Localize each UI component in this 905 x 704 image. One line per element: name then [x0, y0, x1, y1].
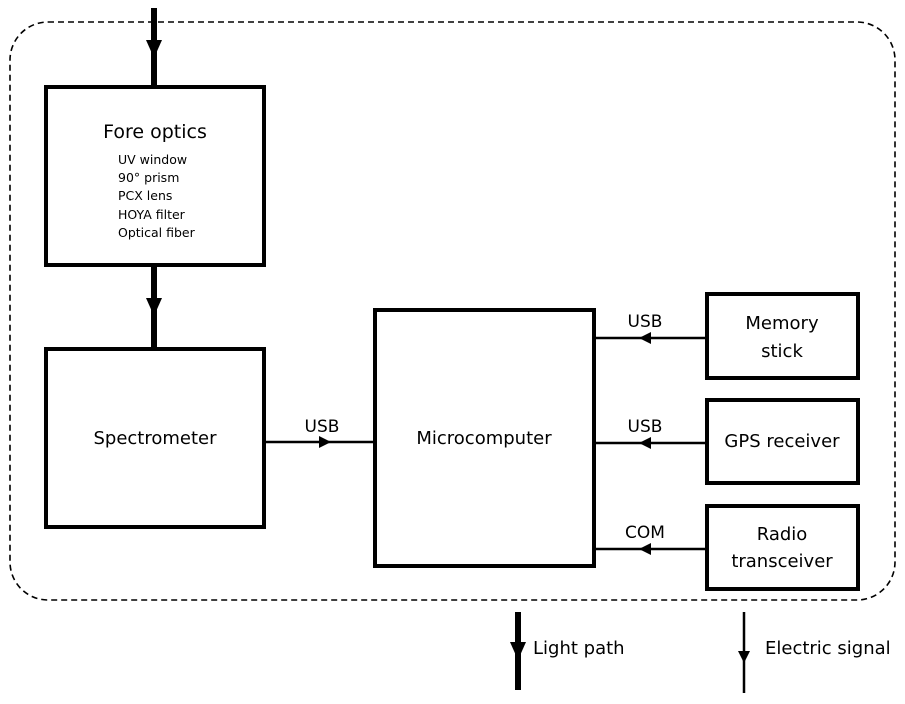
legend-electric-signal-label: Electric signal — [765, 638, 891, 659]
usb-label: USB — [628, 417, 663, 437]
gps-receiver-block: GPS receiver — [705, 398, 860, 485]
fore-optics-item: Optical fiber — [118, 225, 196, 240]
microcomputer-block: Microcomputer — [373, 308, 596, 568]
radio-transceiver-block: Radio transceiver — [705, 504, 860, 591]
legend-electric-signal: Electric signal — [738, 612, 891, 693]
fore-optics-item: PCX lens — [118, 188, 172, 203]
memory-stick-line1: Memory — [745, 313, 819, 334]
gps-receiver-title: GPS receiver — [724, 431, 840, 452]
radio-transceiver-line2: transceiver — [731, 551, 833, 572]
fore-optics-title: Fore optics — [103, 121, 207, 143]
fore-optics-item: UV window — [118, 152, 187, 167]
usb-label: USB — [305, 417, 340, 437]
memory-stick-line2: stick — [761, 341, 803, 362]
gps-usb-connection: USB — [594, 417, 707, 449]
memory-stick-usb-connection: USB — [594, 312, 707, 344]
legend-light-path-label: Light path — [533, 638, 625, 659]
memory-stick-block: Memory stick — [705, 292, 860, 380]
microcomputer-title: Microcomputer — [416, 428, 552, 449]
spectrometer-block: Spectrometer — [44, 347, 266, 529]
light-path-arrow — [146, 265, 162, 349]
light-input-arrow — [146, 8, 162, 86]
spectrometer-usb-connection: USB — [264, 417, 375, 448]
radio-transceiver-line1: Radio — [757, 524, 808, 545]
fore-optics-item: 90° prism — [118, 170, 179, 185]
system-enclosure — [9, 21, 896, 601]
legend-light-path: Light path — [510, 612, 625, 690]
spectrometer-title: Spectrometer — [93, 428, 217, 449]
usb-label: USB — [628, 312, 663, 332]
fore-optics-item: HOYA filter — [118, 207, 186, 222]
radio-com-connection: COM — [594, 523, 707, 555]
fore-optics-block: Fore optics UV window 90° prism PCX lens… — [44, 85, 266, 267]
com-label: COM — [625, 523, 665, 543]
